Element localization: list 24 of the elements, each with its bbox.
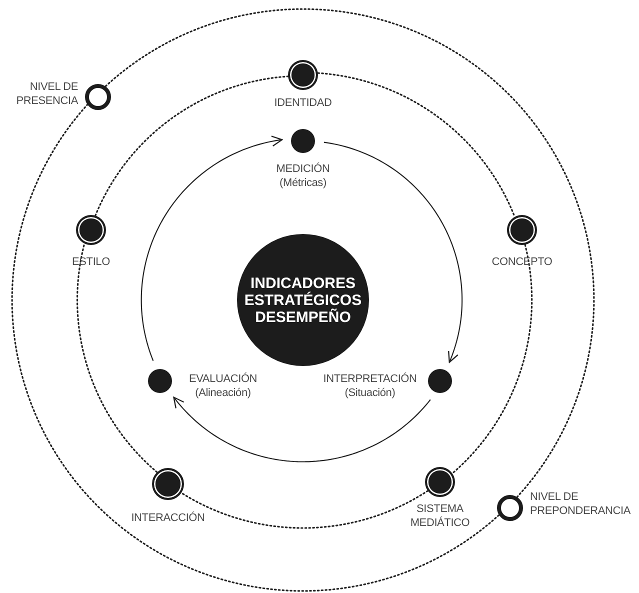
dotted-orbit-line — [11, 104, 500, 592]
node-label: ESTILO — [71, 255, 111, 269]
node-label: INTERACCIÓN — [130, 511, 206, 525]
dotted-orbit-line — [180, 490, 429, 529]
node-label: NIVEL DE PRESENCIA — [15, 80, 78, 108]
cycle-arrow — [173, 396, 431, 462]
node-label: SISTEMA MEDIÁTICO — [409, 502, 471, 530]
node-label: (Métricas) — [278, 176, 328, 190]
node-label: EVALUACIÓN — [188, 372, 258, 386]
cycle-arrow — [140, 136, 283, 361]
dotted-orbit-line — [94, 76, 289, 216]
node-label: NIVEL DE PREPONDERANCIA — [530, 490, 632, 518]
dotted-orbit-line — [317, 72, 516, 218]
dotted-orbit-line — [452, 244, 533, 474]
center-title: INDICADORES ESTRATÉGICOS DESEMPEÑO — [244, 274, 362, 326]
node-label: MEDICIÓN — [275, 162, 331, 176]
node-label: (Situación) — [344, 386, 396, 400]
node-label: CONCEPTO — [490, 255, 554, 269]
node-label: IDENTIDAD — [273, 96, 333, 110]
cycle-arrow — [324, 142, 463, 363]
dotted-orbit-line — [76, 242, 158, 473]
node-label: INTERPRETACIÓN — [322, 372, 418, 386]
node-label: (Alineación) — [194, 386, 252, 400]
dotted-orbit-line — [104, 8, 595, 498]
